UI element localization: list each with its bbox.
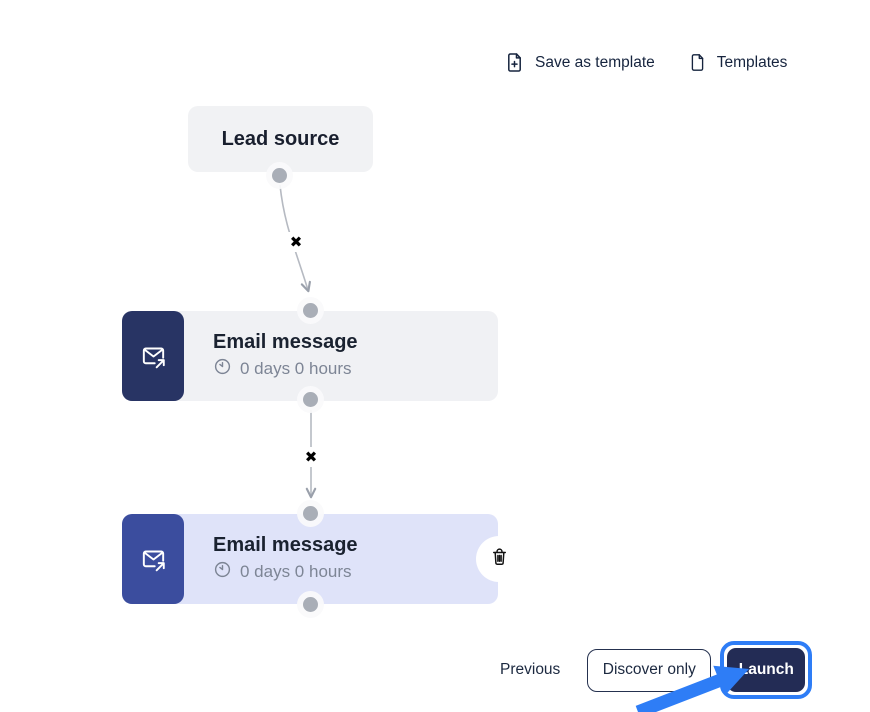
email-step-delay: 0 days 0 hours bbox=[213, 560, 498, 584]
connector-handle[interactable] bbox=[303, 392, 318, 407]
email-step-node-2[interactable]: Email message 0 days 0 hours bbox=[122, 514, 498, 604]
launch-button[interactable]: Launch bbox=[727, 648, 806, 692]
email-step-body: Email message 0 days 0 hours bbox=[184, 514, 498, 604]
footer-bar: Previous Discover only Launch bbox=[500, 640, 840, 700]
remove-connector-x-icon[interactable]: ✖ bbox=[301, 447, 321, 467]
file-icon bbox=[689, 52, 706, 73]
save-as-template-label: Save as template bbox=[535, 53, 655, 71]
connector-handle[interactable] bbox=[303, 597, 318, 612]
connector-handle[interactable] bbox=[272, 168, 287, 183]
email-step-node-1[interactable]: Email message 0 days 0 hours bbox=[122, 311, 498, 401]
templates-button[interactable]: Templates bbox=[689, 52, 788, 73]
remove-connector-x-icon[interactable]: ✖ bbox=[286, 232, 306, 252]
email-step-delay-text: 0 days 0 hours bbox=[240, 562, 352, 581]
email-step-body: Email message 0 days 0 hours bbox=[184, 311, 498, 401]
launch-highlight-ring: Launch bbox=[720, 641, 813, 699]
email-step-delay-text: 0 days 0 hours bbox=[240, 359, 352, 378]
file-plus-icon bbox=[505, 52, 524, 73]
lead-source-node[interactable]: Lead source bbox=[188, 106, 373, 172]
email-step-title: Email message bbox=[213, 331, 358, 353]
header-actions: Save as template Templates bbox=[505, 52, 815, 73]
connector-handle[interactable] bbox=[303, 303, 318, 318]
send-email-icon bbox=[122, 514, 184, 604]
connector-handle[interactable] bbox=[303, 506, 318, 521]
save-as-template-button[interactable]: Save as template bbox=[505, 52, 655, 73]
lead-source-label: Lead source bbox=[221, 127, 340, 150]
email-step-delay: 0 days 0 hours bbox=[213, 357, 498, 381]
previous-button[interactable]: Previous bbox=[500, 661, 561, 678]
email-step-title: Email message bbox=[213, 534, 358, 556]
delete-step-button[interactable] bbox=[476, 536, 522, 582]
discover-only-button[interactable]: Discover only bbox=[587, 648, 712, 692]
clock-icon bbox=[213, 560, 232, 584]
clock-icon bbox=[213, 357, 232, 381]
templates-label: Templates bbox=[716, 53, 788, 71]
send-email-icon bbox=[122, 311, 184, 401]
trash-icon bbox=[490, 547, 509, 572]
